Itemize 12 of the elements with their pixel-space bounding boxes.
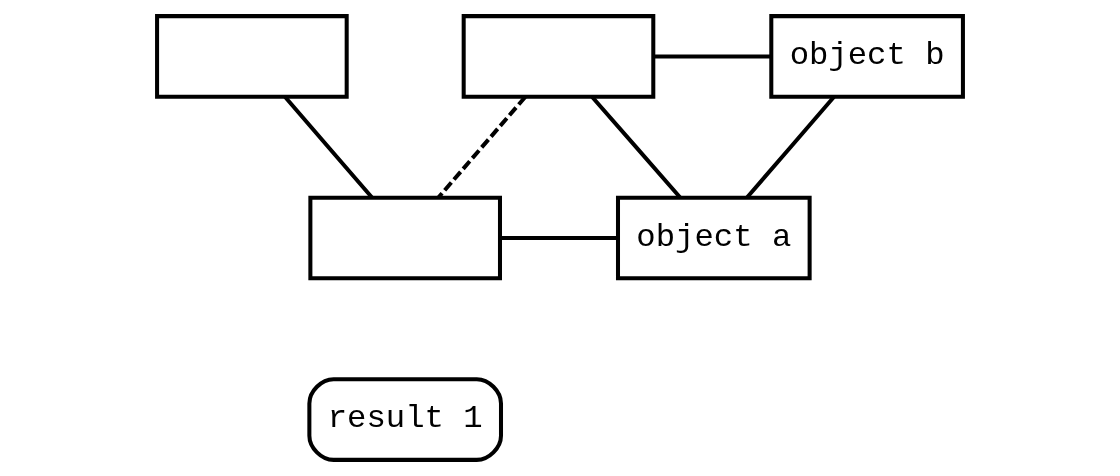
node-box <box>155 14 349 99</box>
connector <box>745 95 836 199</box>
connector <box>500 236 618 240</box>
connector <box>653 54 772 59</box>
node-box: object b <box>769 14 965 99</box>
node-box <box>308 195 502 281</box>
node-box: result 1 <box>307 377 503 462</box>
node-box: object a <box>615 195 812 281</box>
connector <box>283 95 374 199</box>
connector <box>590 95 682 199</box>
connector <box>436 95 527 199</box>
node-box <box>461 14 656 99</box>
